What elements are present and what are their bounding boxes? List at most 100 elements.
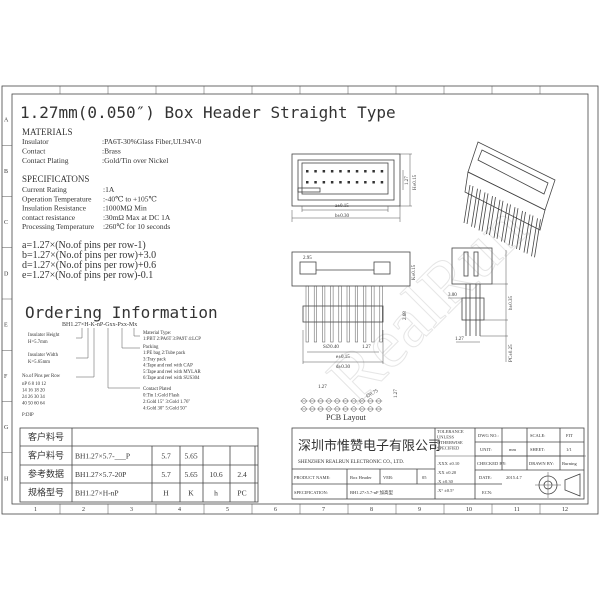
pin-square [372, 181, 375, 184]
row-letter: B [4, 169, 8, 175]
drawn-value: Burning [562, 461, 578, 466]
ver: 05 [422, 475, 427, 480]
iso-pin [516, 210, 523, 249]
spec-value: :-40℃ to +105℃ [103, 194, 157, 203]
dim-k: K±0.15 [412, 264, 417, 280]
dip-note: P:DIP [22, 413, 34, 418]
material-type-note: Material Type: [143, 331, 171, 336]
pin-square [314, 170, 317, 173]
insulator-height-note: Insulator Height [28, 333, 60, 338]
dim-pcb-pitch: 1.27 [318, 385, 327, 390]
col-number: 7 [322, 507, 325, 513]
checked-label: CHECKED BY: [477, 461, 506, 466]
dim-2-95: 2.95 [303, 256, 312, 261]
part-table-cell: h [214, 489, 218, 498]
unit-label: UNIT: [480, 447, 492, 452]
front-pin [313, 285, 317, 343]
scale-value: FIT [566, 433, 573, 438]
iso-pin [496, 200, 504, 239]
pin-square [355, 170, 359, 173]
packing-note: 3:Tray pack [143, 357, 166, 362]
formula-e: e=1.27×(No.of pins per row)-0.1 [22, 270, 153, 281]
ecn-label: ECN: [482, 490, 492, 495]
pin-square [322, 170, 326, 173]
spec-label: Insulation Resistance [22, 204, 87, 213]
spec-value: :260℃ for 10 seconds [103, 222, 170, 231]
iso-pin [486, 196, 493, 235]
front-pin [354, 285, 358, 343]
iso-pin [508, 207, 516, 246]
col-number: 3 [130, 507, 133, 513]
materials-heading: MATERIALS [22, 127, 73, 137]
row-letter: D [4, 271, 9, 277]
iso-pin [474, 189, 481, 228]
title-block [291, 427, 586, 500]
iso-pin [511, 208, 519, 247]
pin-square [372, 170, 375, 173]
ordering-heading: Ordering Information [25, 303, 218, 322]
packing-note: 5:Tape and reel with MYLAR [143, 370, 202, 375]
material-value: :Gold/Tin over Nickel [102, 156, 168, 165]
packing-note: 6:Tape and reel with SUS304 [143, 376, 200, 381]
contact-plated-note: Contact Plated [143, 387, 172, 392]
ordering-code: BH1.27×H-K-nP-Gxx-Pxx-Mx [62, 322, 137, 328]
part-table-cell: 10.6 [209, 470, 222, 479]
front-pin [338, 285, 342, 343]
part-table-cell: 5.65 [184, 470, 197, 479]
tolerance-label: SPECIFIED [437, 446, 460, 451]
contact-plated-note: 4:Gold 30" 5:Gold 50" [143, 407, 187, 412]
product-name-label: PRODUCT NAME: [294, 475, 331, 480]
dim-pcb-row: 1.27 [394, 389, 399, 398]
col-number: 9 [418, 507, 421, 513]
spec-value: BH1.27×5.7-nP 加高型 [350, 489, 393, 496]
col-number: 8 [370, 507, 373, 513]
pin-square [322, 181, 326, 184]
spec-label: Operation Temperature [22, 194, 92, 203]
ordering-leaders [76, 328, 140, 389]
pin-square [330, 170, 334, 173]
front-pin [379, 285, 383, 343]
iso-pin [504, 204, 511, 243]
iso-pin [493, 199, 501, 238]
iso-pin [489, 197, 496, 236]
date-value: 2015.4.7 [506, 475, 523, 480]
row-letter: A [4, 118, 9, 124]
col-number: 4 [178, 507, 181, 513]
part-table-cell: K [188, 489, 194, 498]
spec-value: :30mΩ Max at DC 1A [103, 213, 171, 222]
contact-plated-note: 0:Tin 1:Gold Flash [143, 394, 180, 399]
dim-pitch-side: 1.27 [455, 337, 464, 342]
iso-pin [526, 215, 534, 254]
pin-square [347, 170, 350, 173]
dim-d: d±0.30 [336, 365, 350, 370]
pin-square [347, 181, 350, 184]
pins-row: nP 6 8 10 12 [22, 382, 47, 387]
pin-square [306, 181, 309, 184]
iso-pin [478, 192, 486, 231]
formula-b: b=1.27×(No.of pins per row)+3.0 [22, 250, 156, 261]
top-view-pins [306, 170, 384, 184]
front-view-pins [305, 285, 383, 343]
row-letter: E [4, 323, 8, 329]
materials-list: Insulator:PA6T-30%Glass Fiber,UL94V-0Con… [22, 137, 202, 165]
dim-h: H±0.15 [413, 174, 418, 190]
dim-h-side: h±0.35 [509, 296, 514, 310]
dim-b: b±0.30 [335, 214, 349, 219]
col-number: 2 [82, 507, 85, 513]
company-name-cn: 深圳市惟赞电子有限公司 [298, 438, 441, 453]
watermark: RealRun [313, 190, 541, 418]
formula-d: d=1.27×(No.of pins per row)+0.6 [22, 260, 156, 271]
scale-label: SCALE: [530, 433, 546, 438]
sheet-label: SHEET: [530, 447, 545, 452]
col-number: 10 [466, 507, 472, 513]
insulator-height-note: H=5.7mm [28, 340, 48, 345]
dim-pitch: 1.27 [405, 176, 410, 185]
dim-pc: PC±0.25 [509, 344, 514, 362]
front-pin [305, 285, 309, 343]
part-table-cell: 规格型号 [28, 487, 64, 498]
tolerance-value: .X° ±0.5° [437, 488, 454, 493]
pins-row: 40 50 60 64 [22, 402, 45, 407]
